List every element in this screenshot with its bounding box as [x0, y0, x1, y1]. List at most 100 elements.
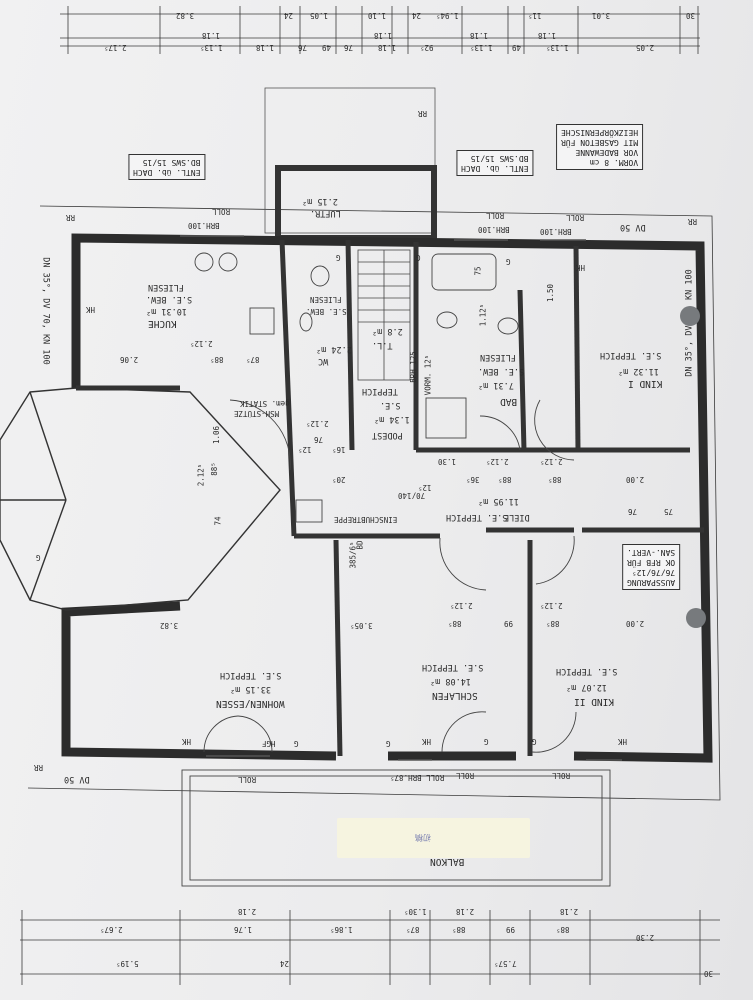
dim-inner-18: 20⁵ [332, 475, 346, 484]
label-hk-1: HK [182, 737, 192, 746]
dim-top2-4: 92⁵ [420, 43, 434, 52]
note-entl-2-line2: BD.SWS 15/15 [142, 158, 201, 167]
dim-top3-2: 1.18 [374, 31, 393, 40]
dim-top-3: 1.94⁵ [436, 11, 459, 20]
dim-inner-16: 1.30 [438, 457, 457, 466]
dim-top3-1: 1.18 [470, 31, 489, 40]
dim-top-5: 1.10 [368, 11, 387, 20]
room-diele-floor: S.E. TEPPICH [446, 512, 508, 522]
bath-fixtures [194, 252, 519, 523]
room-wc-floor2: FLIESEN [310, 295, 342, 304]
dim-top3-0: 1.18 [538, 31, 557, 40]
dim-bot-0: 2.30 [636, 933, 655, 942]
dim-bot-9: 2.67⁵ [100, 925, 123, 934]
dim-top-0: 30 [686, 11, 696, 20]
room-bad-floor1: S.E. BEW. [478, 366, 525, 376]
note-entl-1-line2: BD.SWS 15/15 [470, 154, 529, 163]
label-g-5: G [506, 257, 511, 266]
punch-hole-bottom [686, 608, 706, 628]
label-hk-5: HK [86, 305, 96, 314]
room-kind1-floor: S.E. TEPPICH [600, 350, 662, 360]
dim-inner-3: 2.12⁵ [486, 457, 509, 466]
dim-bot-1: 88⁵ [556, 925, 570, 934]
label-g-4: G [532, 737, 537, 746]
room-bad-floor2: FLIESEN [480, 352, 516, 362]
label-rr-4: RR [34, 763, 44, 772]
dim-inner-30: 1.50 [546, 283, 556, 303]
dim-inner-15: 36⁵ [466, 475, 480, 484]
dim-top-4: 24 [412, 11, 422, 20]
label-roll-bot3: ROLL BRH.87⁵ [390, 773, 445, 782]
label-rr-2: RR [66, 213, 76, 222]
room-schlafen-name: SCHLAFEN [432, 690, 478, 701]
dim-top2-7: 49 [322, 43, 332, 52]
label-dv50-bot: DV 50 [64, 774, 90, 784]
label-brh100-2: BRH.100 [478, 225, 510, 234]
room-kueche-name: KÜCHE [148, 318, 177, 329]
dim-bot-7: 1.76 [234, 925, 253, 934]
dim-inner-23: 88⁵ [209, 462, 219, 476]
staircase [357, 249, 411, 381]
window-sills [180, 235, 622, 761]
room-schlafen-floor: S.E. TEPPICH [422, 662, 484, 672]
room-diele-name: DIELE [504, 512, 530, 522]
label-hk-3: HK [618, 737, 628, 746]
dim-inner-24: 2.12⁵ [196, 463, 206, 487]
room-kind2-area: 12.07 m² [566, 682, 607, 692]
dim-top-2: 11⁵ [528, 11, 542, 20]
dim-bot-5: 87⁵ [406, 925, 420, 934]
dim-top2-0: 2.05 [636, 43, 655, 52]
room-kind1-name: KIND I [628, 378, 663, 389]
label-dn-left: DN 35°, DV 70, KN 100 [40, 257, 51, 365]
room-tl-area: 2.8 m² [372, 326, 403, 336]
bay-window [0, 387, 281, 611]
dim-inner-27: 2.12⁵ [190, 339, 213, 348]
label-roll-1: ROLL [212, 207, 231, 216]
dim-inner-12: 3.05⁵ [350, 621, 373, 630]
dim-top2-5: 1.18 [378, 43, 397, 52]
dim-inner-32: 75 [473, 266, 483, 276]
dim-inner-29: 88⁵ [210, 355, 224, 364]
room-podest-floor1: S.E. [380, 400, 401, 410]
room-kind1-area: 11.32 m² [618, 366, 659, 376]
label-brh100-3: BRH.100 [540, 227, 572, 236]
punch-hole-top [680, 306, 700, 326]
room-tl-name: T.L. [372, 340, 393, 350]
dim-bot3-3: 5.19⁵ [116, 959, 139, 968]
room-diele-area: 11.95 m² [478, 496, 519, 506]
note-aussparung-line1: AUSSPARUNG [627, 578, 676, 587]
room-wohnen-floor: S.E. TEPPICH [220, 670, 282, 680]
dim-inner-8: 88⁵ [546, 619, 560, 628]
label-rr-1: RR [418, 109, 428, 118]
dim-inner-34: 12⁵ [298, 445, 312, 454]
note-vorm-bad: VORM. 8 cm VOR BADEWANNE MIT GASBETON FÜ… [556, 124, 644, 170]
dim-inner-21: 2.12⁵ [306, 419, 329, 428]
label-hgf: HGF [262, 739, 276, 748]
label-bd-385: 385/6⁵ [348, 541, 358, 569]
dim-inner-6: 2.12⁵ [540, 601, 563, 610]
label-rr-3: RR [688, 217, 698, 226]
dim-inner-26: 2.06 [120, 355, 139, 364]
dim-inner-19: 16⁵ [332, 445, 346, 454]
dim-inner-22: 1.06 [212, 425, 222, 445]
note-vorm-bad-line1: VORM. 8 cm [589, 158, 639, 167]
dim-inner-11: 3.82 [160, 621, 179, 630]
label-g-7: G [416, 253, 421, 262]
exterior-walls [61, 233, 713, 763]
dim-inner-7: 2.12⁵ [450, 601, 473, 610]
label-dv50-top: DV 50 [620, 222, 646, 232]
dim-inner-25: 74 [213, 516, 223, 526]
dim-top-1: 3.01 [592, 11, 611, 20]
label-g-2: G [386, 739, 391, 748]
note-aussparung-line3: OK RFB FÜR [627, 558, 676, 567]
room-podest-floor2: TEPPICH [362, 386, 398, 396]
dim-top2-11: 2.17⁵ [104, 43, 127, 52]
dim-inner-5: 75 [664, 507, 674, 516]
dim-bot-3: 99 [506, 925, 516, 934]
room-wc-area: 2.24 m² [316, 344, 352, 354]
room-bad-name: BAD [500, 396, 518, 407]
dim-inner-2: 2.12⁵ [540, 457, 563, 466]
dim-inner-1: 2.00 [626, 475, 645, 484]
